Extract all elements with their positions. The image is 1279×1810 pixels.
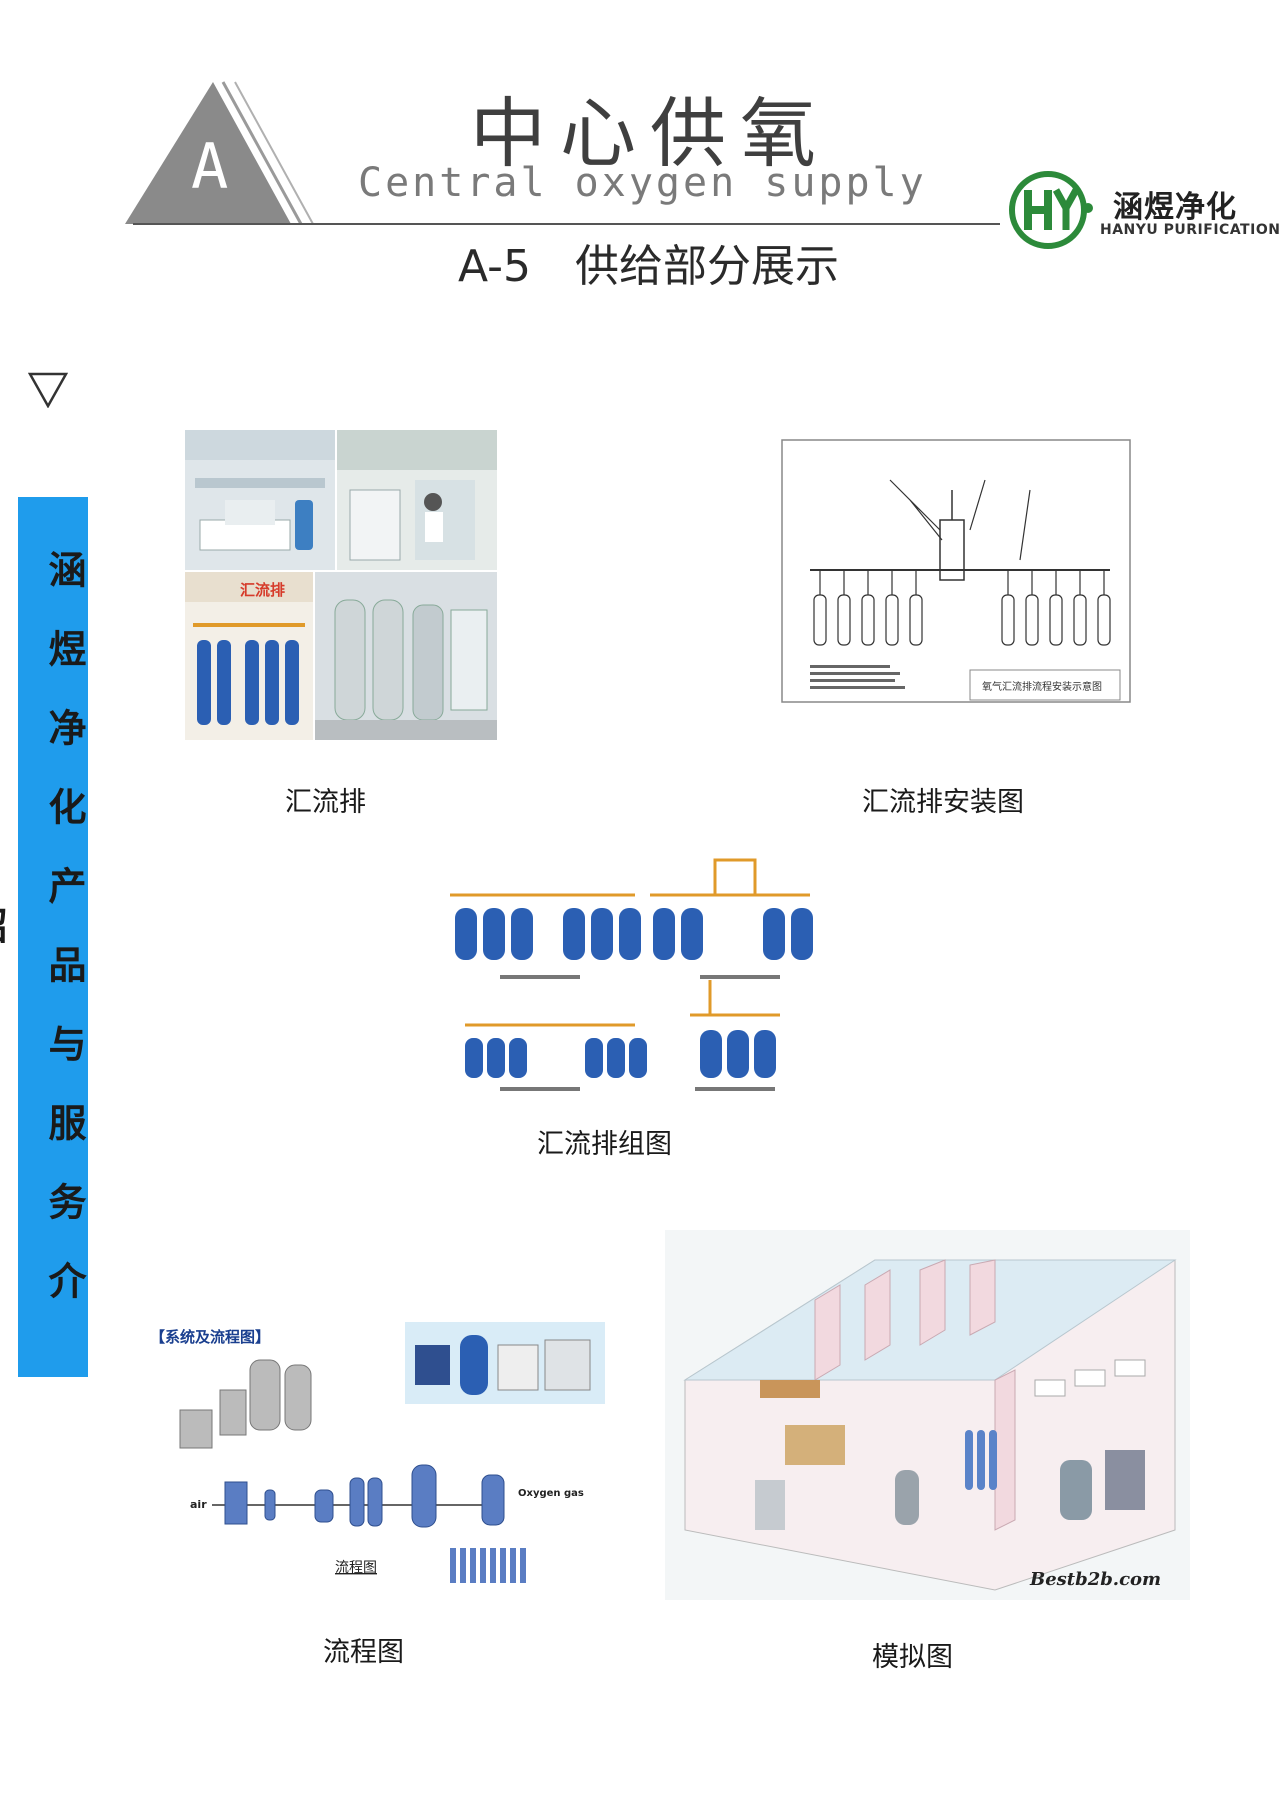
install-drawing-title: 氧气汇流排流程安装示意图 <box>982 680 1102 693</box>
caption-install: 汇流排安装图 <box>862 787 1024 818</box>
flow-subtitle: 流程图 <box>335 1560 377 1576</box>
header-divider <box>133 223 1000 225</box>
logo-mark <box>1009 171 1093 249</box>
flow-heading: 【系统及流程图】 <box>150 1328 270 1346</box>
manifold-group-diagram <box>445 840 835 1100</box>
page-title-chinese: 中心供氧 <box>470 89 830 178</box>
manifold-photo-collage: 汇流排 <box>185 430 497 740</box>
manifold-photo-label: 汇流排 <box>240 581 285 599</box>
page-title-english: Central oxygen supply <box>358 160 927 206</box>
sidebar-banner-text: 涵煜净化产品与服务介绍 <box>0 550 86 1340</box>
caption-manifold: 汇流排 <box>285 787 366 818</box>
badge-letter: A <box>191 130 228 203</box>
page-header: A 中心供氧 Central oxygen supply A-5 供给部分展示 … <box>0 0 1279 300</box>
caption-simulation: 模拟图 <box>872 1642 953 1673</box>
down-triangle-icon <box>28 372 68 408</box>
caption-flow: 流程图 <box>323 1637 404 1668</box>
company-logo: 涵煜净化 HANYU PURIFICATION <box>1008 168 1279 252</box>
logo-company-name: 涵煜净化 <box>1113 190 1237 225</box>
section-badge-triangle: A <box>125 81 314 225</box>
caption-group: 汇流排组图 <box>537 1129 672 1160</box>
hospital-simulation-illustration: Bestb2b.com <box>665 1230 1190 1600</box>
logo-company-subtitle: HANYU PURIFICATION <box>1100 222 1279 238</box>
flow-air-label: air <box>190 1498 207 1511</box>
flow-oxygen-label: Oxygen gas <box>518 1488 584 1499</box>
simulation-watermark: Bestb2b.com <box>1029 1569 1161 1590</box>
manifold-install-drawing: 氧气汇流排流程安装示意图 <box>771 421 1149 719</box>
section-title: A-5 供给部分展示 <box>458 241 840 292</box>
sidebar-banner: 涵煜净化产品与服务介绍 <box>0 497 88 1377</box>
oxygen-flow-diagram: 【系统及流程图】 air Oxygen gas 流程图 <box>150 1310 610 1590</box>
